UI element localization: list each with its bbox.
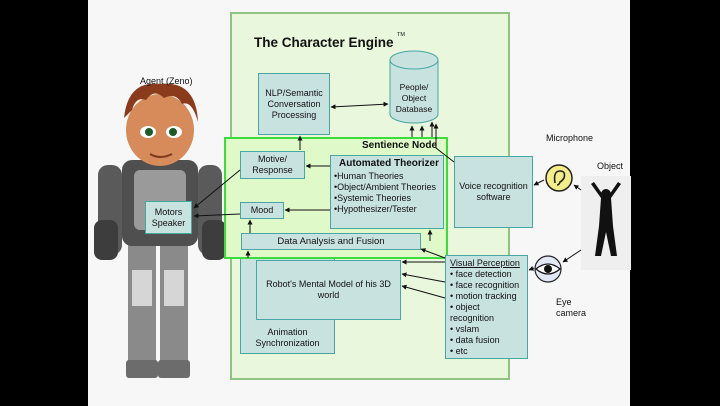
mood-box: Mood: [240, 202, 284, 219]
theorizer-item: •Hypothesizer/Tester: [334, 204, 417, 214]
eye-icon: [534, 255, 562, 283]
theorizer-item: •Object/Ambient Theories: [334, 182, 437, 192]
voice-recognition-box: Voice recognition software: [454, 156, 533, 228]
object-eye-arrow: [562, 249, 582, 263]
visual-item: • vslam: [450, 324, 480, 334]
ear-voice-arrow: [533, 179, 545, 186]
visual-perception-box: Visual Perception • face detection • fac…: [445, 255, 528, 359]
visual-fusion-arrow: [420, 248, 446, 259]
theorizer-item: •Human Theories: [334, 171, 404, 181]
visual-model-arrow-2: [401, 284, 446, 299]
visual-item: • motion tracking: [450, 291, 517, 301]
people-object-database: [389, 50, 439, 124]
voice-database-arrow: [433, 123, 455, 163]
visual-item: • object recognition: [450, 302, 495, 323]
motive-motors-arrow: [193, 169, 241, 209]
robot-illustration: [94, 83, 226, 378]
automated-theorizer-box: Automated Theorizer •Human Theories •Obj…: [330, 155, 444, 229]
trademark-mark: TM: [397, 32, 405, 38]
theorizer-title: Automated Theorizer: [338, 158, 439, 169]
motive-response-box: Motive/ Response: [240, 151, 305, 179]
data-analysis-fusion-box: Data Analysis and Fusion: [241, 233, 421, 250]
mood-motors-arrow: [193, 213, 241, 219]
theorizer-list: •Human Theories •Object/Ambient Theories…: [331, 171, 443, 215]
visual-model-arrow: [401, 272, 446, 283]
eye-visual-arrow: [528, 266, 535, 271]
visual-item: • etc: [450, 346, 468, 356]
motors-speaker-box: Motors Speaker: [145, 201, 192, 234]
agent-label: Agent (Zeno): [140, 76, 193, 86]
sentience-node-title: Sentience Node: [362, 140, 438, 151]
theorizer-item: •Systemic Theories: [334, 193, 412, 203]
nlp-database-arrow: [330, 101, 389, 110]
person-silhouette-icon: [581, 176, 631, 270]
ear-icon: [545, 164, 573, 192]
object-label: Object: [597, 161, 624, 171]
visual-perception-title: Visual Perception: [450, 258, 520, 268]
visual-item: • face recognition: [450, 280, 520, 290]
engine-title: The Character Engine: [254, 35, 394, 50]
microphone-label: Microphone: [546, 133, 594, 143]
database-label: People/ Object Database: [395, 82, 433, 114]
object-ear-arrow: [573, 184, 582, 191]
visual-item: • face detection: [450, 269, 512, 279]
visual-item: • data fusion: [450, 335, 500, 345]
eye-camera-label: Eye camera: [556, 297, 587, 318]
nlp-box: NLP/Semantic Conversation Processing: [258, 73, 330, 135]
mental-model-box: Robot's Mental Model of his 3D world: [256, 260, 401, 320]
